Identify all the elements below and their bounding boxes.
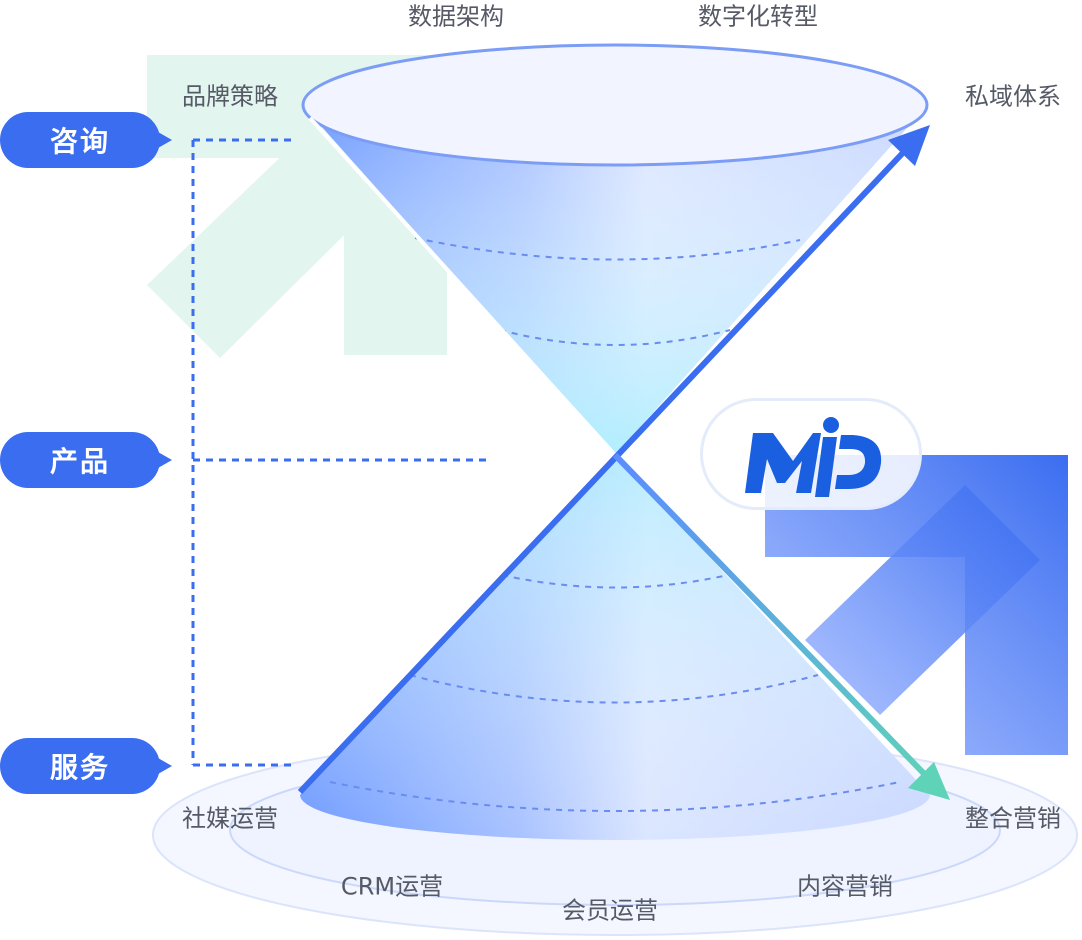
logo-badge — [700, 398, 922, 510]
growth-arrow-line — [297, 137, 918, 795]
label-private-domain: 私域体系 — [965, 82, 1061, 111]
pill-product: 产品 — [0, 432, 172, 488]
integration-arrow-line — [612, 452, 938, 788]
blue-arrow-decoration — [765, 455, 1068, 755]
md-logo-icon — [745, 417, 882, 497]
dashed-connectors — [191, 138, 486, 767]
pill-consulting: 咨询 — [0, 112, 172, 168]
label-member: 会员运营 — [562, 896, 658, 925]
label-integrated-marketing: 整合营销 — [965, 804, 1061, 833]
label-content-marketing: 内容营销 — [797, 872, 893, 901]
integration-arrow-head — [908, 762, 950, 800]
label-crm: CRM运营 — [340, 872, 444, 901]
label-digital-transformation: 数字化转型 — [698, 2, 818, 31]
growth-arrow-head — [888, 125, 930, 166]
label-social-media: 社媒运营 — [182, 804, 278, 833]
label-data-architecture: 数据架构 — [408, 2, 504, 31]
label-brand-strategy: 品牌策略 — [182, 82, 278, 111]
top-ellipse — [301, 43, 929, 167]
pill-service: 服务 — [0, 738, 172, 794]
